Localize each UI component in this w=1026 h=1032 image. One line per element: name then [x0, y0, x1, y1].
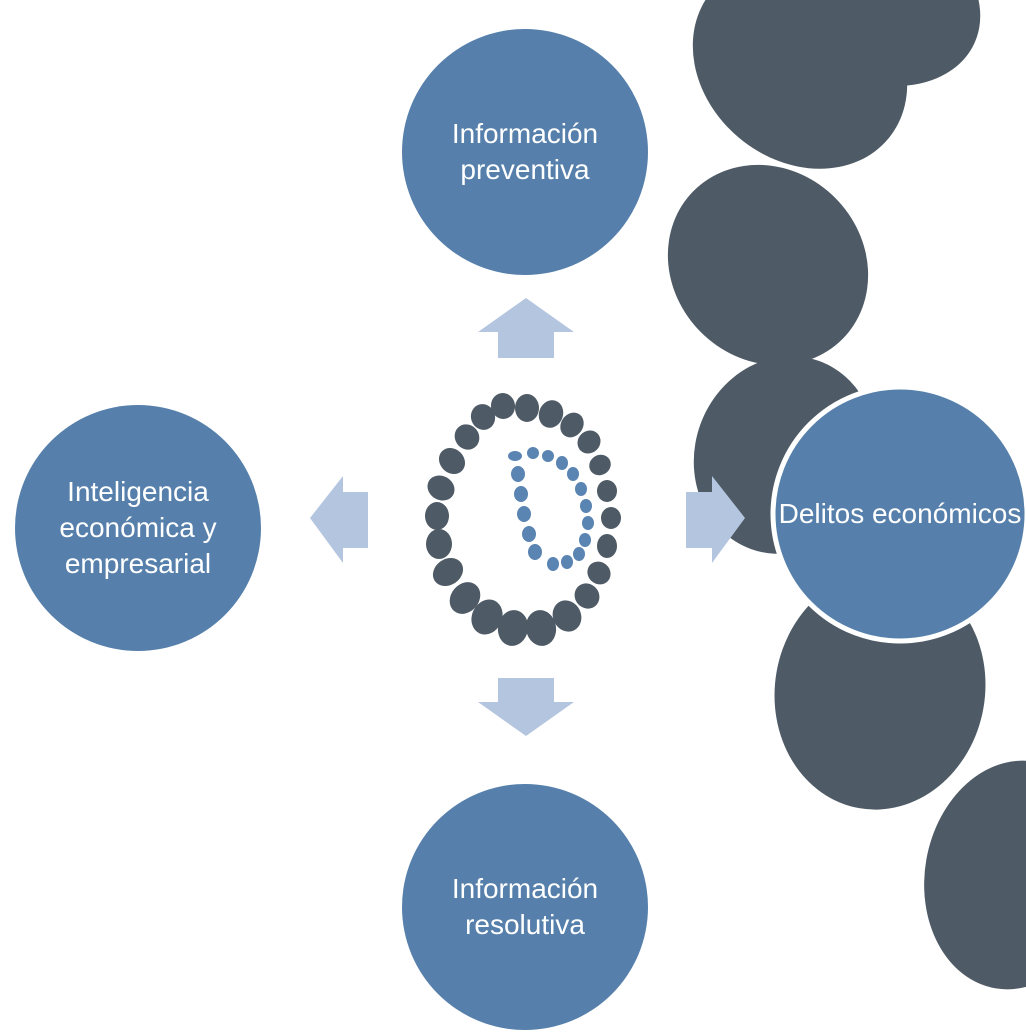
decorative-oval	[924, 760, 1026, 990]
node-inteligencia-economica: Inteligencia económica y empresarial	[15, 405, 261, 651]
node-circle-right	[770, 384, 1026, 644]
node-label: Delitos económicos	[778, 498, 1022, 529]
node-informacion-resolutiva: Información resolutiva	[402, 784, 648, 1030]
arrow-left-icon	[310, 476, 368, 563]
node-delitos-economicos: Delitos económicos	[770, 384, 1026, 644]
d-logo-icon	[425, 393, 621, 646]
arrows	[310, 298, 745, 736]
arrow-right-icon	[686, 476, 745, 563]
node-circle-top	[402, 29, 648, 275]
node-label: Información preventiva	[451, 118, 599, 185]
decorative-oval	[692, 0, 908, 169]
arrow-up-icon	[478, 298, 574, 358]
node-circles	[15, 29, 1026, 1030]
node-circle-bottom	[402, 784, 648, 1030]
decorative-oval	[667, 164, 869, 366]
arrow-down-icon	[478, 678, 574, 736]
node-label: Inteligencia económica y empresarial	[59, 476, 217, 579]
node-informacion-preventiva: Información preventiva	[402, 29, 648, 275]
node-circle-left	[15, 405, 261, 651]
node-label: Información resolutiva	[451, 873, 599, 940]
